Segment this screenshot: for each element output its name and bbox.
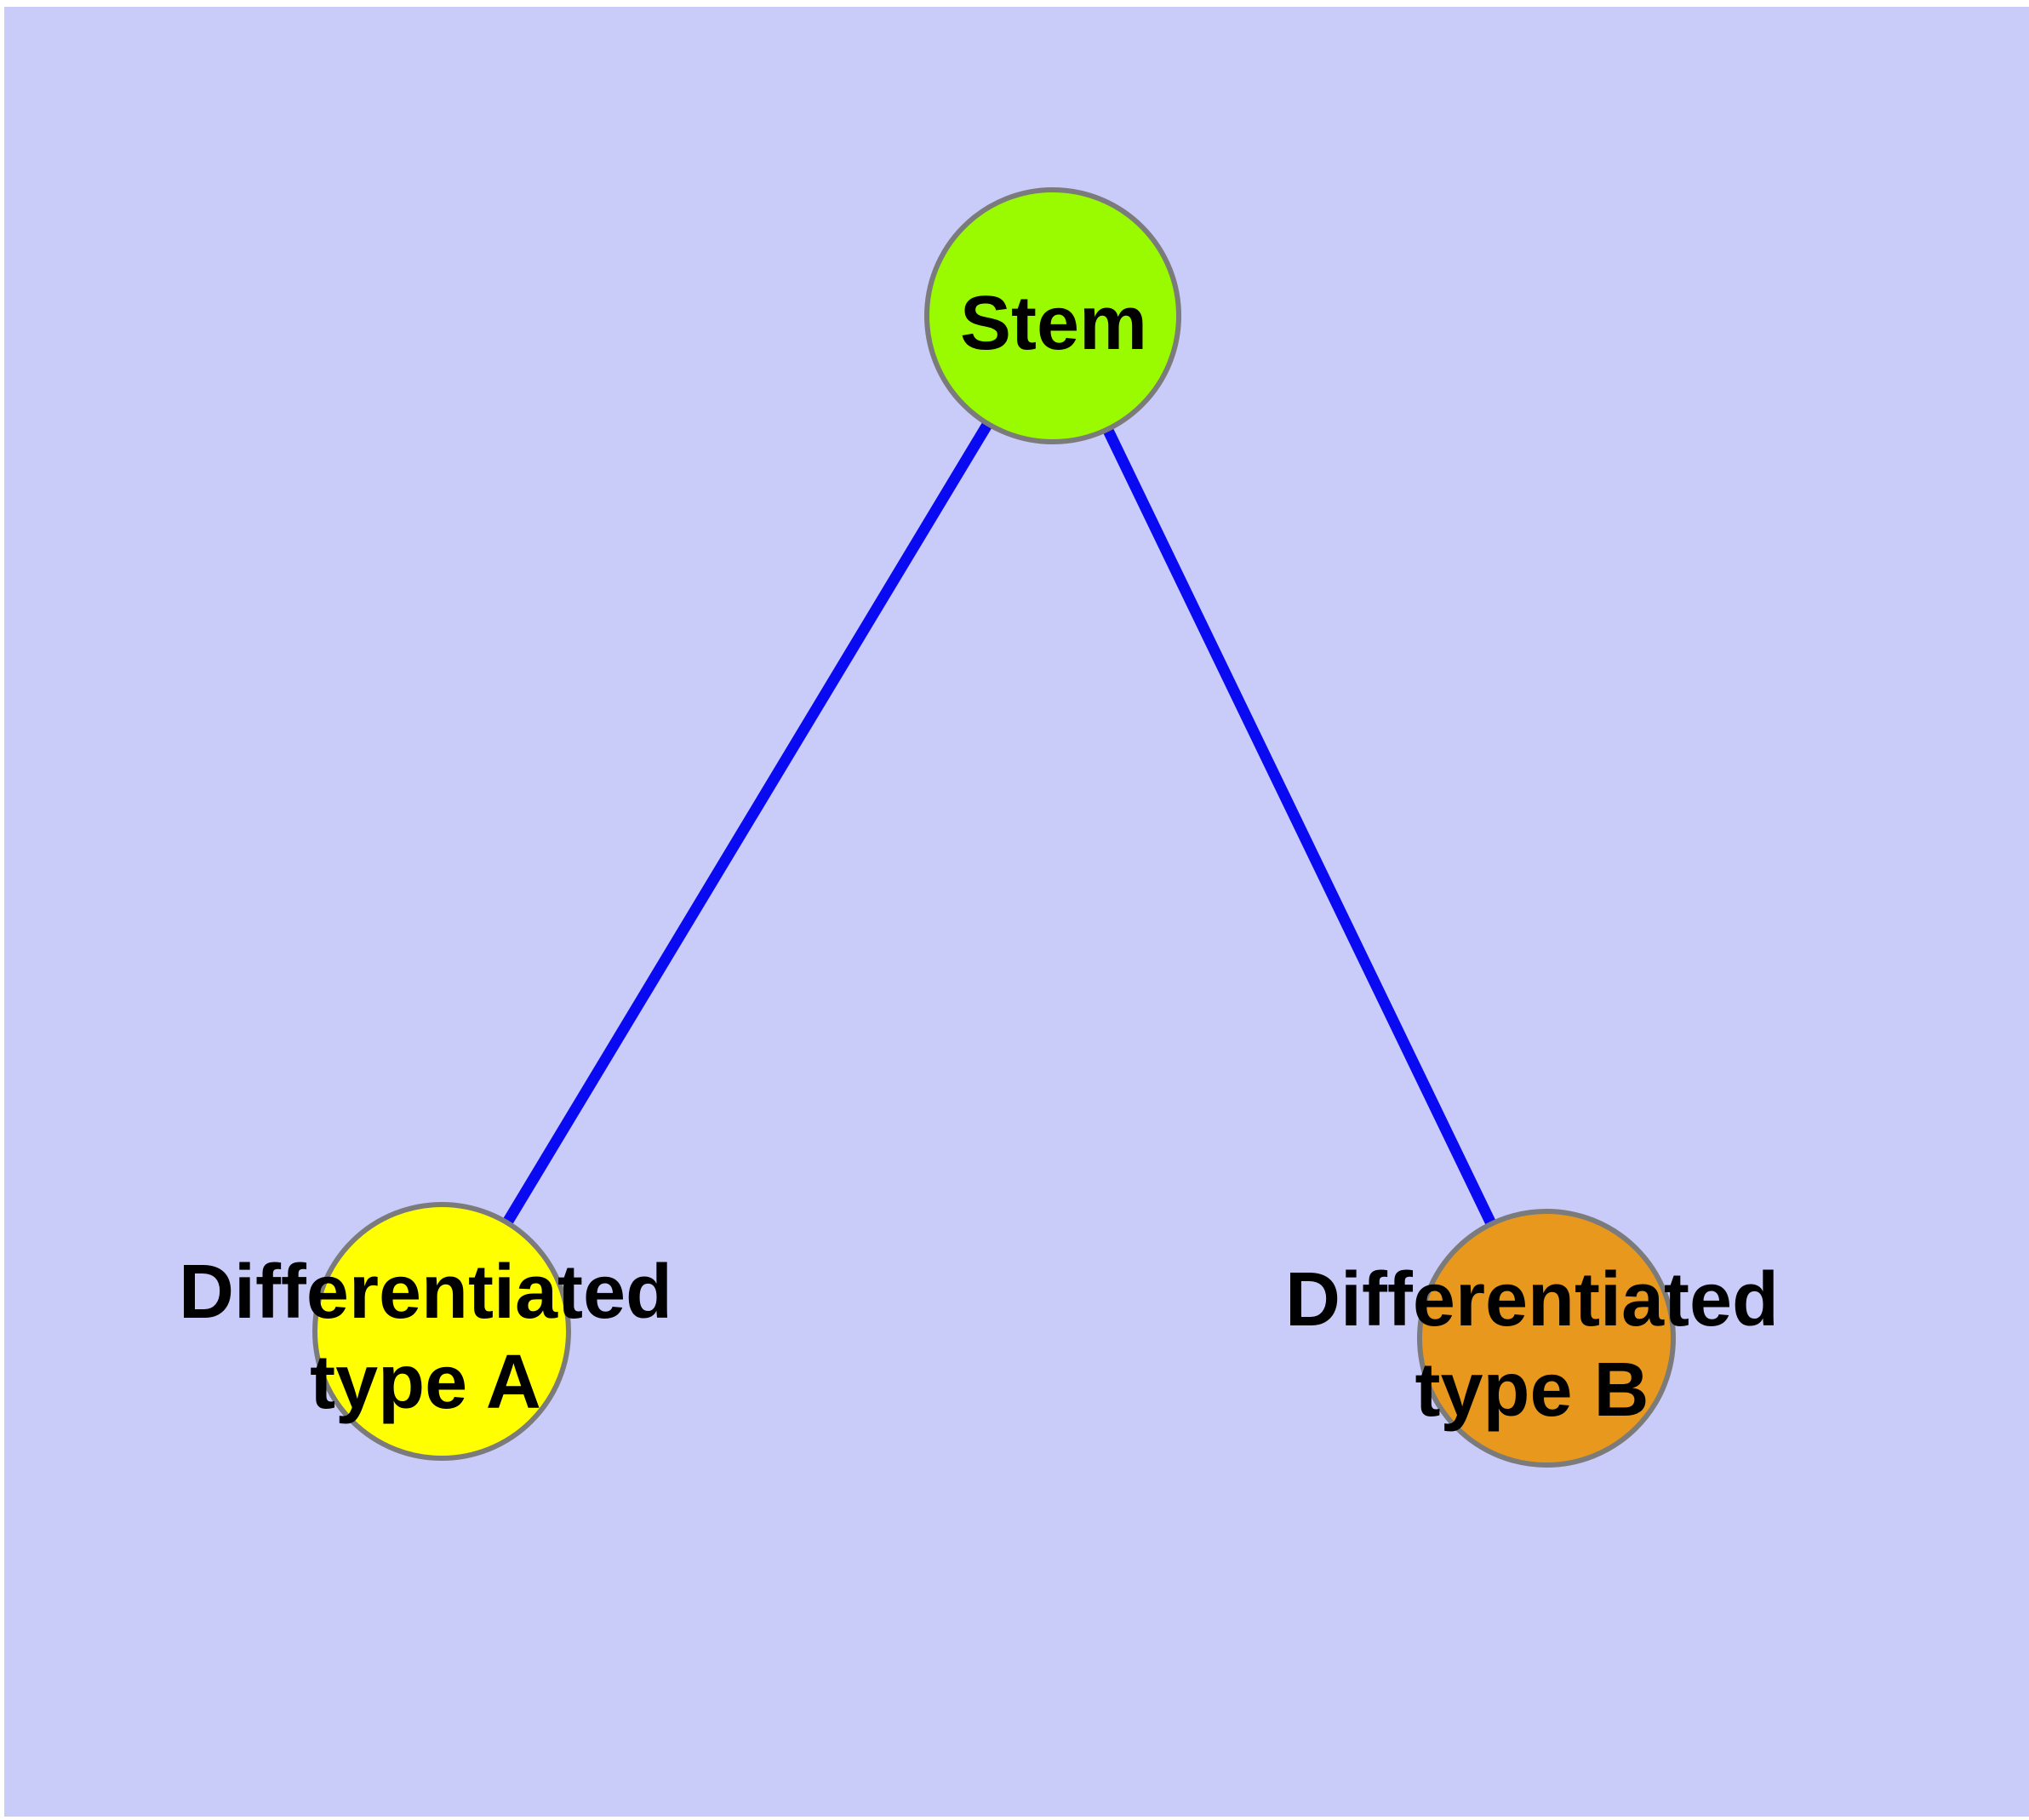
stem-node (924, 187, 1181, 444)
type-a-node-label-line2: type A (310, 1340, 541, 1425)
edge-layer (437, 312, 1552, 1341)
type-b-node-label-line1: Differentiated (1285, 1257, 1779, 1342)
edge-stem-to-type-b (1048, 313, 1552, 1341)
differentiated-type-a-node (312, 1202, 571, 1461)
edge-stem-to-type-a (437, 312, 1058, 1335)
differentiated-type-b-node (1417, 1209, 1676, 1468)
node-layer (312, 187, 1676, 1468)
type-b-node-label-line2: type B (1415, 1348, 1649, 1433)
type-a-node-label-line1: Differentiated (179, 1250, 672, 1335)
stem-node-label: Stem (960, 281, 1147, 366)
label-layer: Stem Differentiated type A Differentiate… (179, 281, 1779, 1433)
